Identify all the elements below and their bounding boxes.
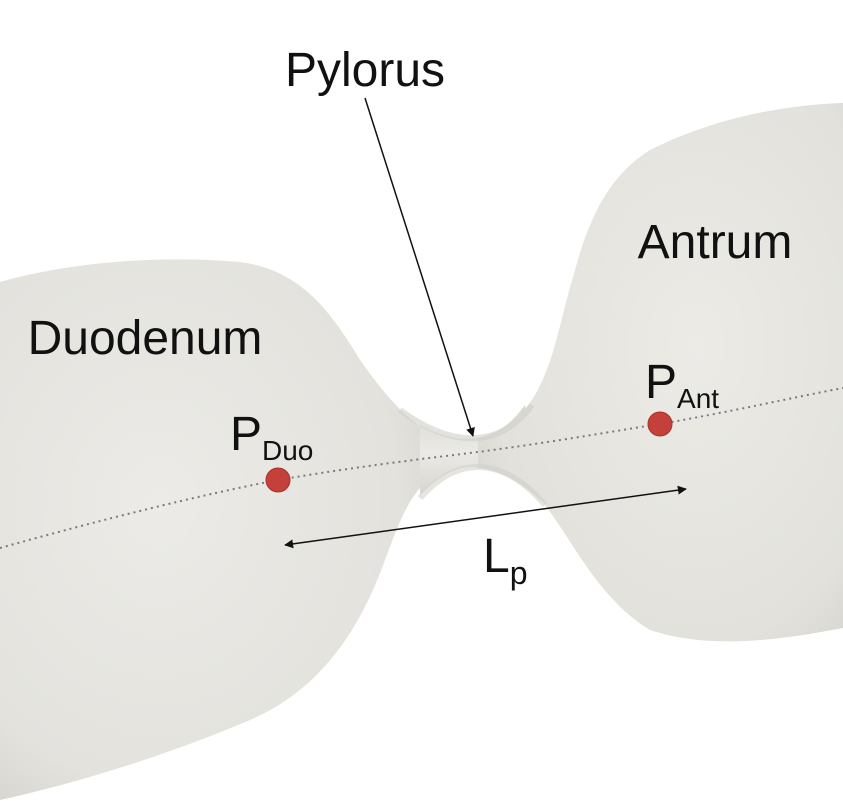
antrum-label: Antrum <box>638 216 793 269</box>
pylorus-label: Pylorus <box>285 44 445 97</box>
neck-upper-shade <box>398 403 535 442</box>
p-ant-point <box>647 411 673 437</box>
pylorus-pointer-arrow <box>364 97 475 437</box>
p-duo-label: PDuo <box>230 408 313 466</box>
duodenum-label: Duodenum <box>28 312 263 365</box>
p-duo-point <box>265 467 291 493</box>
lp-label-sub: p <box>510 555 528 591</box>
lp-length-arrow <box>284 485 687 549</box>
centerline <box>0 387 843 549</box>
lp-label-main: L <box>483 530 510 583</box>
p-duo-label-main: P <box>230 408 262 461</box>
p-ant-label-sub: Ant <box>677 383 719 414</box>
lp-label: Lp <box>483 530 528 591</box>
p-ant-label-main: P <box>645 356 677 409</box>
p-ant-label: PAnt <box>645 356 719 414</box>
p-duo-label-sub: Duo <box>262 435 313 466</box>
duodenum-body <box>0 259 454 801</box>
